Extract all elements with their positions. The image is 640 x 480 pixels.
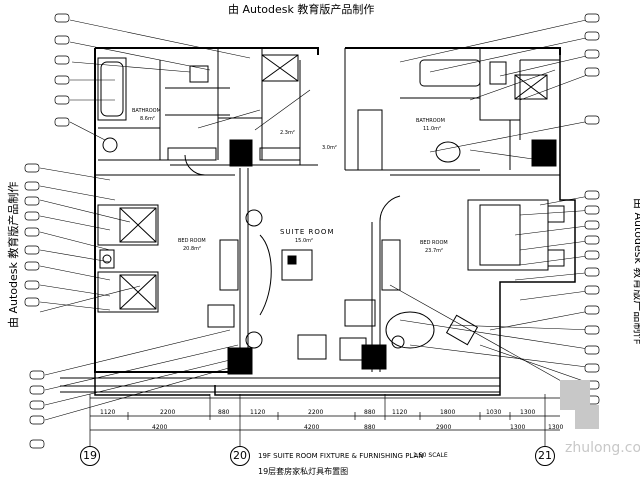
dim-row1-9: 1030 <box>486 409 502 416</box>
drawing-title-english: 19F SUITE ROOM FIXTURE & FURNISHING PLAN <box>258 452 424 460</box>
hall-area: 3.0m² <box>322 145 337 151</box>
drawing-scale: 1:50 SCALE <box>413 452 448 459</box>
bathroom-right-label: BATHROOM <box>416 118 445 124</box>
dim-row2-3: 880 <box>364 424 376 431</box>
dim-row1-1: 1120 <box>100 409 116 416</box>
dim-row1-8: 1800 <box>440 409 456 416</box>
dim-row2-4: 2900 <box>436 424 452 431</box>
bathroom-right-area: 11.0m² <box>423 126 442 132</box>
dim-row2-5: 1300 <box>510 424 526 431</box>
suite-room-label: SUITE ROOM <box>280 228 335 236</box>
bathroom-left-area: 8.6m² <box>140 116 155 122</box>
suite-area: 15.0m² <box>295 238 314 244</box>
grid-bubble-20: 20 <box>230 446 250 466</box>
bedroom-left-label: BED ROOM <box>178 238 206 244</box>
dim-row2-6: 1300 <box>548 424 564 431</box>
dim-row1-5: 2200 <box>308 409 324 416</box>
dim-row1-6: 880 <box>364 409 376 416</box>
closet-left-area: 2.3m² <box>280 130 295 136</box>
dim-row1-2: 2200 <box>160 409 176 416</box>
bathroom-left-label: BATHROOM <box>132 108 161 114</box>
watermark-left: 由 Autodesk 教育版产品制作 <box>7 181 20 328</box>
watermark-right: 由 Autodesk 教育版产品制作 <box>632 198 640 345</box>
dim-row1-3: 880 <box>218 409 230 416</box>
grid-bubble-19: 19 <box>80 446 100 466</box>
dim-row2-2: 4200 <box>304 424 320 431</box>
dim-row1-4: 1120 <box>250 409 266 416</box>
dim-row2-1: 4200 <box>152 424 168 431</box>
bedroom-right-label: BED ROOM <box>420 240 448 246</box>
bedroom-right-area: 23.7m² <box>425 248 444 254</box>
bedroom-left-area: 20.8m² <box>183 246 202 252</box>
site-watermark: zhulong.com <box>565 440 640 456</box>
grid-bubble-21: 21 <box>535 446 555 466</box>
dim-row1-10: 1300 <box>520 409 536 416</box>
watermark-top: 由 Autodesk 教育版产品制作 <box>228 3 375 16</box>
drawing-title-chinese: 19层套房家私灯具布置图 <box>258 467 349 476</box>
dim-row1-7: 1120 <box>392 409 408 416</box>
